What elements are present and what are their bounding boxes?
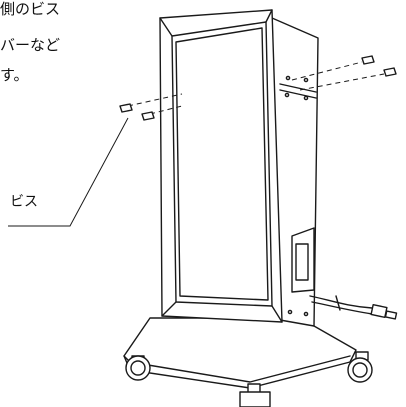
- caster-wheel-right: [347, 351, 373, 383]
- power-cord-bracket: [291, 227, 398, 320]
- screw-callout-label: ビス: [10, 194, 38, 210]
- caster-wheel-left: [125, 355, 151, 381]
- screws-left: [119, 93, 183, 121]
- screw-callout-leader: [8, 117, 129, 227]
- instruction-text-line-2: バーなど: [0, 36, 61, 54]
- caster-wheel-front: [239, 383, 271, 407]
- instruction-text-line-1: 側のビス: [0, 0, 61, 18]
- instruction-text-line-3: す。: [0, 66, 29, 84]
- screws-right: [291, 55, 397, 91]
- wheeled-base: [123, 317, 373, 407]
- sign-front-frame: [159, 9, 283, 323]
